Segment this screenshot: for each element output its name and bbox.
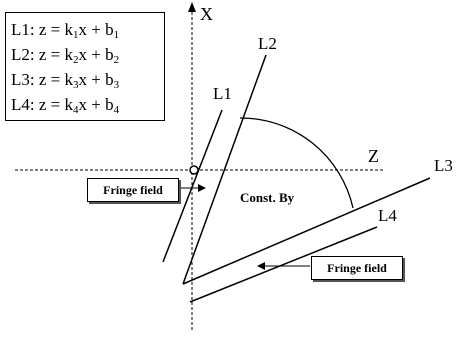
- origin-marker: [189, 165, 199, 175]
- z-axis-label: Z: [368, 146, 379, 166]
- legend-eq-prefix: L1: z = k: [11, 20, 73, 39]
- legend-b-subscript: 2: [113, 54, 120, 66]
- line-label-L2: L2: [258, 34, 277, 53]
- legend-eq-prefix: L2: z = k: [11, 45, 73, 64]
- line-L1: [162, 109, 223, 263]
- legend-b-subscript: 4: [113, 104, 120, 116]
- x-axis-label: X: [200, 4, 213, 24]
- legend-eq-prefix: L4: z = k: [11, 95, 73, 114]
- legend-item-L4: L4: z = k4x + b4: [11, 92, 164, 117]
- legend-k-subscript: 4: [73, 104, 79, 116]
- legend-k-subscript: 1: [73, 29, 79, 41]
- line-L4: [189, 226, 378, 303]
- line-L3: [182, 177, 431, 285]
- const-by-arc: [239, 117, 354, 209]
- legend-item-L2: L2: z = k2x + b2: [11, 42, 164, 67]
- legend-eq-mid: x + b: [78, 95, 114, 114]
- x-axis-arrowhead: [188, 2, 196, 12]
- fringe-field-label-right: Fringe field: [311, 256, 403, 280]
- region-label: Const. By: [240, 190, 295, 205]
- line-L2: [182, 54, 267, 285]
- line-label-L1: L1: [213, 84, 232, 103]
- line-label-L3: L3: [434, 156, 453, 175]
- legend-b-subscript: 1: [113, 29, 120, 41]
- legend-eq-mid: x + b: [78, 20, 114, 39]
- legend-k-subscript: 2: [73, 54, 79, 66]
- line-label-L4: L4: [378, 206, 397, 225]
- legend-item-L1: L1: z = k1x + b1: [11, 17, 164, 42]
- equation-legend: L1: z = k1x + b1 L2: z = k2x + b2 L3: z …: [5, 12, 165, 121]
- legend-k-subscript: 3: [73, 79, 79, 91]
- fringe-field-label-left: Fringe field: [87, 178, 179, 202]
- legend-item-L3: L3: z = k3x + b3: [11, 67, 164, 92]
- legend-b-subscript: 3: [113, 79, 120, 91]
- legend-eq-mid: x + b: [78, 45, 114, 64]
- legend-eq-mid: x + b: [78, 70, 114, 89]
- legend-eq-prefix: L3: z = k: [11, 70, 73, 89]
